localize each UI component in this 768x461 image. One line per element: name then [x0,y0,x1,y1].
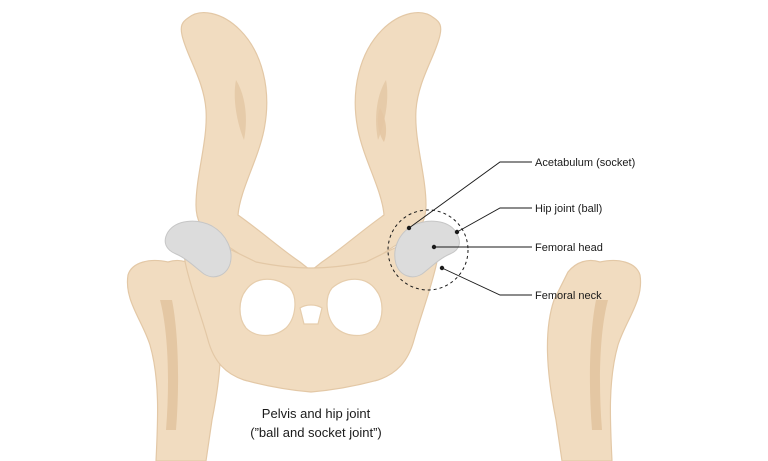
label-hip-joint: Hip joint (ball) [535,203,602,215]
leader-lines [406,161,532,296]
caption-line-1: Pelvis and hip joint [262,406,371,421]
label-femoral-head: Femoral head [535,242,603,254]
left-femoral-head [164,220,232,278]
caption-line-2: (”ball and socket joint”) [250,425,382,440]
right-femoral-head [394,220,460,278]
label-femoral-neck: Femoral neck [535,290,602,302]
pelvis [180,12,442,393]
label-acetabulum: Acetabulum (socket) [535,157,635,169]
left-femur [126,259,222,461]
joint-highlight-circle [387,209,469,291]
right-femur [546,259,642,461]
